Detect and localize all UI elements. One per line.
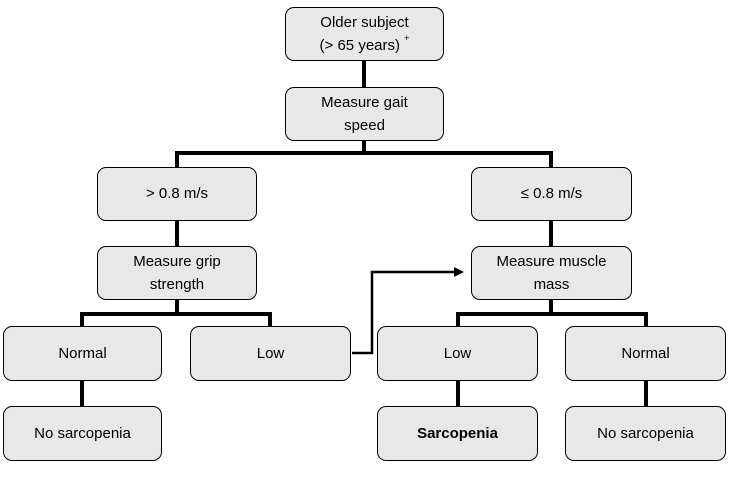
node-grip-normal-label: Normal: [58, 344, 107, 362]
node-gait-slow: ≤ 0.8 m/s: [471, 167, 632, 221]
node-older-subject-sup: +: [404, 33, 410, 43]
node-sarcopenia-label: Sarcopenia: [417, 424, 498, 442]
node-mass-normal: Normal: [565, 326, 726, 381]
node-mass-normal-label: Normal: [621, 344, 670, 362]
node-measure-gait-line1: Measure gait: [321, 93, 408, 111]
node-grip-low-label: Low: [256, 344, 285, 362]
node-no-sarcopenia-left-label: No sarcopenia: [34, 424, 131, 442]
node-mass-low: Low: [377, 326, 538, 381]
node-gait-slow-label: ≤ 0.8 m/s: [520, 185, 583, 203]
node-measure-grip-line1: Measure grip: [133, 252, 221, 270]
connector-low-grip-to-muscle-arrow: [352, 267, 464, 355]
node-no-sarcopenia-left: No sarcopenia: [3, 406, 162, 461]
node-grip-low: Low: [190, 326, 351, 381]
node-no-sarcopenia-right: No sarcopenia: [565, 406, 726, 461]
node-sarcopenia: Sarcopenia: [377, 406, 538, 461]
node-measure-muscle-line1: Measure muscle: [496, 252, 607, 270]
node-measure-muscle-line2: mass: [533, 276, 570, 293]
node-no-sarcopenia-right-label: No sarcopenia: [597, 424, 694, 442]
node-older-subject-line2: (> 65 years): [319, 37, 400, 54]
node-mass-low-label: Low: [443, 344, 472, 362]
node-gait-fast: > 0.8 m/s: [97, 167, 257, 221]
node-measure-gait-line2: speed: [344, 117, 385, 134]
node-measure-grip: Measure grip strength: [97, 246, 257, 300]
node-gait-fast-label: > 0.8 m/s: [145, 185, 209, 203]
node-measure-gait: Measure gait speed: [285, 87, 444, 141]
node-grip-normal: Normal: [3, 326, 162, 381]
node-older-subject-line1: Older subject: [320, 13, 409, 31]
node-measure-grip-line2: strength: [149, 276, 205, 293]
node-older-subject: Older subject (> 65 years) +: [285, 7, 444, 61]
node-measure-muscle: Measure muscle mass: [471, 246, 632, 300]
